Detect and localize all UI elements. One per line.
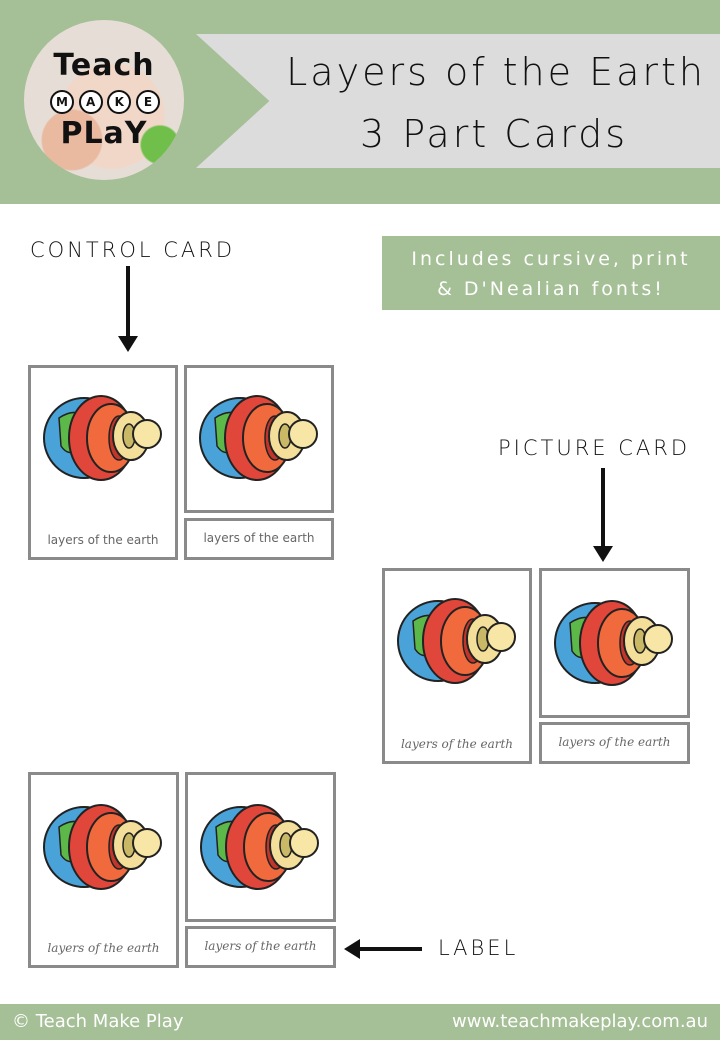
title-banner — [196, 34, 720, 168]
fonts-note-box: Includes cursive, print & D'Nealian font… — [382, 236, 720, 310]
earth-layers-icon — [200, 804, 319, 890]
picture-card — [185, 772, 336, 922]
picture-card — [539, 568, 690, 718]
control-card-callout: CONTROL CARD — [30, 238, 236, 262]
logo-make-letters: M A K E — [50, 90, 160, 114]
logo-letter: A — [78, 90, 103, 114]
footer-band: © Teach Make Play www.teachmakeplay.com.… — [0, 1004, 720, 1040]
logo-teach-text: Teach — [53, 48, 155, 83]
earth-layers-icon — [397, 598, 516, 684]
logo-play-text: PLaY — [60, 116, 148, 151]
logo-letter: E — [135, 90, 160, 114]
fonts-note-line2: & D'Nealian fonts! — [437, 278, 665, 300]
control-card: layers of the earth — [28, 365, 178, 560]
control-card: layers of the earth — [382, 568, 532, 764]
control-card: layers of the earth — [28, 772, 179, 968]
label-card: layers of the earth — [185, 926, 336, 968]
fonts-note-line1: Includes cursive, print — [411, 248, 691, 270]
earth-layers-icon — [43, 395, 162, 481]
card-caption: layers of the earth — [47, 533, 159, 547]
picture-card — [184, 365, 334, 513]
footer-copyright: © Teach Make Play — [12, 1011, 184, 1032]
page-title: Layers of the Earth — [286, 50, 706, 94]
arrow-down-icon — [118, 266, 138, 352]
card-caption: layers of the earth — [400, 737, 514, 751]
page-subtitle: 3 Part Cards — [359, 112, 628, 156]
arrow-left-icon — [344, 939, 422, 959]
footer-website-link[interactable]: www.teachmakeplay.com.au — [452, 1011, 708, 1032]
teach-make-play-logo: Teach M A K E PLaY — [24, 20, 184, 180]
earth-layers-icon — [554, 600, 673, 686]
logo-letter: M — [50, 90, 74, 114]
header-band: Layers of the Earth 3 Part Cards Teach M… — [0, 0, 720, 204]
earth-layers-icon — [199, 395, 318, 481]
picture-card-callout: PICTURE CARD — [498, 436, 691, 460]
earth-layers-icon — [43, 804, 162, 890]
arrow-down-icon — [593, 468, 613, 562]
label-card: layers of the earth — [539, 722, 690, 764]
card-caption: layers of the earth — [47, 941, 160, 955]
label-callout: LABEL — [438, 936, 519, 960]
label-card: layers of the earth — [184, 518, 334, 560]
logo-letter: K — [107, 90, 132, 114]
